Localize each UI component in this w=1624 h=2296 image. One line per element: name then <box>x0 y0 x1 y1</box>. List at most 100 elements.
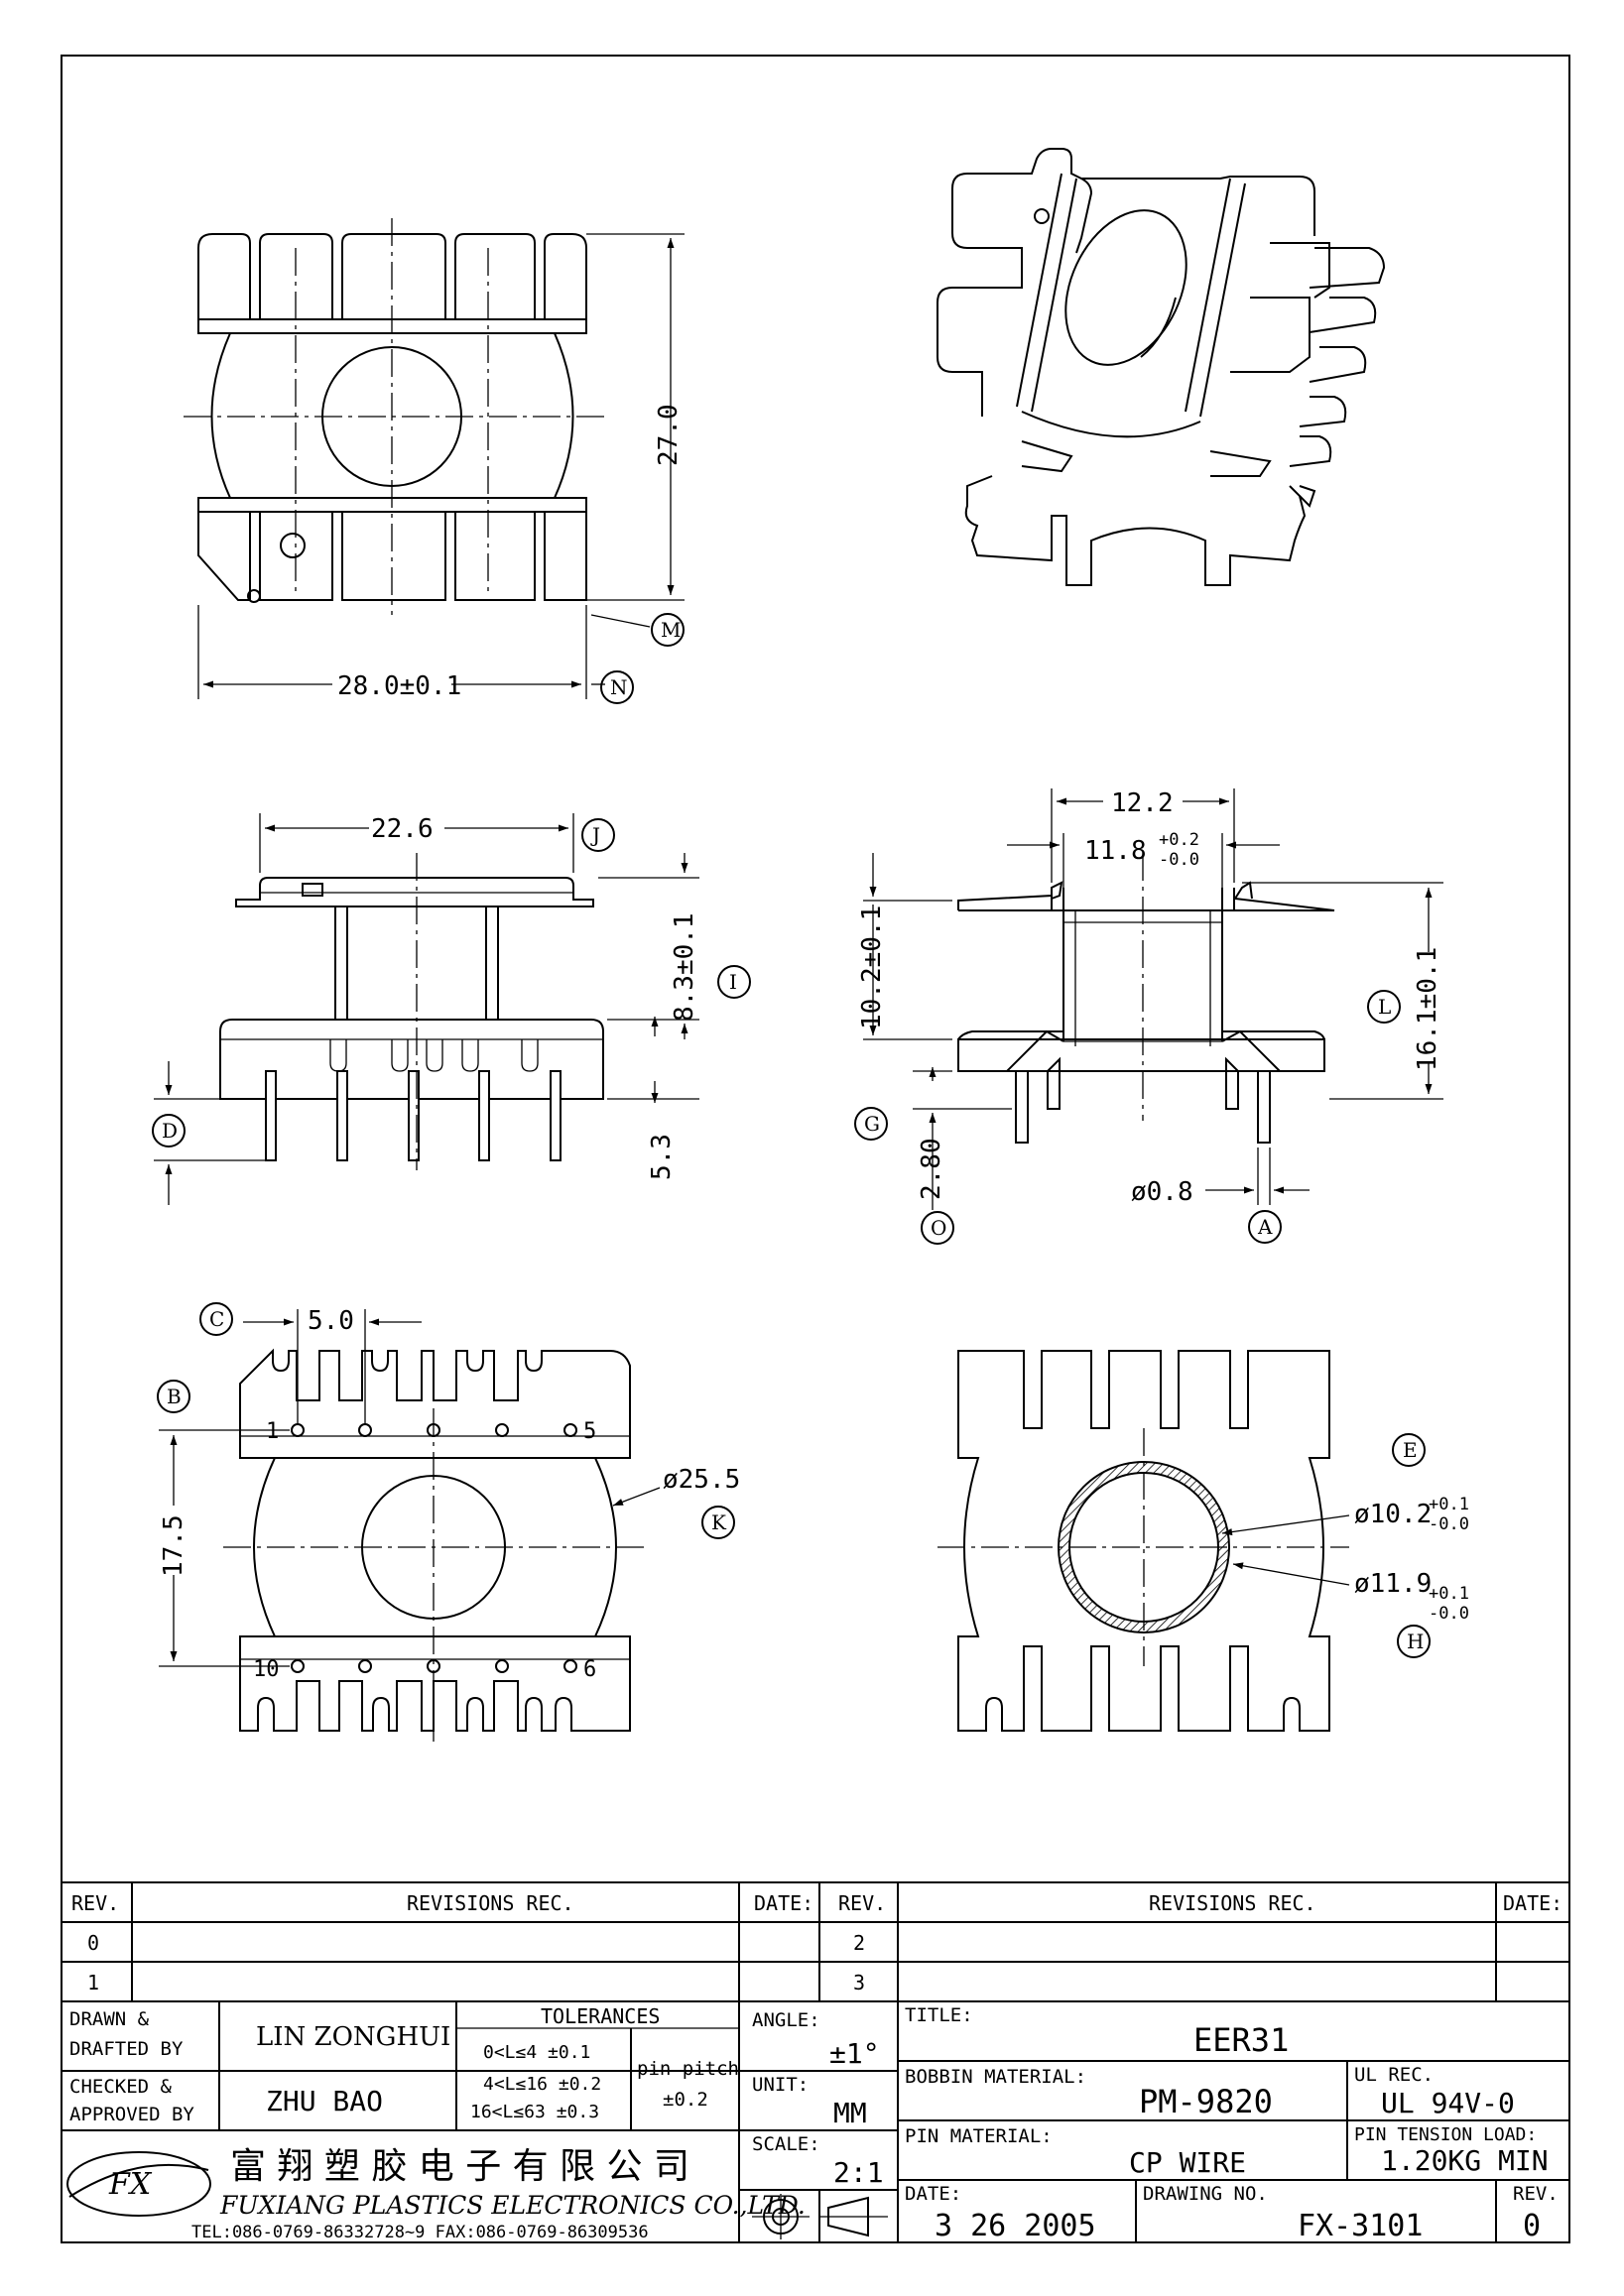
side-total-dim: 16.1±0.1 <box>1413 947 1442 1071</box>
side-height-dim: 10.2±0.1 <box>857 906 887 1029</box>
drawing-border <box>61 55 1570 2243</box>
section-inner-dia: ø10.2 <box>1354 1500 1432 1529</box>
drawing-no-label: DRAWING NO. <box>1143 2183 1268 2205</box>
pin-tension-value: 1.20KG MIN <box>1381 2144 1549 2177</box>
svg-text:FX: FX <box>108 2167 153 2202</box>
rev-header-left: REV. <box>71 1891 119 1915</box>
drawing-no-value: FX-3101 <box>1298 2209 1423 2243</box>
pin-6: 6 <box>583 1657 596 1682</box>
label-c: C <box>209 1307 224 1331</box>
rev-label: REV. <box>1513 2183 1559 2205</box>
pin-material-value: CP WIRE <box>1129 2146 1246 2179</box>
pin-1: 1 <box>266 1419 279 1444</box>
rev-row-1: 1 <box>87 1971 99 1994</box>
title-label: TITLE: <box>905 2004 973 2026</box>
section-outer-minus: -0.0 <box>1429 1604 1469 1624</box>
front-pin-dim: 5.3 <box>647 1134 677 1180</box>
checked-label-2: APPROVED BY <box>69 2104 194 2125</box>
section-inner-minus: -0.0 <box>1429 1514 1469 1534</box>
side-outer-dim: 12.2 <box>1111 788 1174 818</box>
pin-pitch-value: ±0.2 <box>663 2089 708 2111</box>
rev-value: 0 <box>1523 2209 1541 2243</box>
pin-5: 5 <box>583 1419 596 1444</box>
tolerance-row-2: 4<L≤16 ±0.2 <box>483 2074 601 2095</box>
title-block: REV. REVISIONS REC. DATE: REV. REVISIONS… <box>62 1881 1569 2243</box>
drawn-label-2: DRAFTED BY <box>69 2038 184 2060</box>
side-inner-tol-minus: -0.0 <box>1159 850 1199 870</box>
date-value: 3 26 2005 <box>935 2209 1096 2243</box>
company-chinese: 富 翔 塑 胶 电 子 有 限 公 司 <box>230 2146 689 2187</box>
bobbin-material-label: BOBBIN MATERIAL: <box>905 2066 1086 2088</box>
top-view: 27.0 28.0±0.1 M N <box>184 218 685 704</box>
label-g: G <box>864 1112 880 1136</box>
ul-rec-label: UL REC. <box>1354 2064 1434 2086</box>
revisions-header-right: REVISIONS REC. <box>1149 1891 1316 1915</box>
unit-label: UNIT: <box>752 2074 809 2096</box>
label-a: A <box>1257 1215 1273 1239</box>
label-i: I <box>729 970 737 994</box>
drawn-value: LIN ZONGHUI <box>256 2022 450 2052</box>
date-header-right: DATE: <box>1503 1891 1562 1915</box>
revisions-header-left: REVISIONS REC. <box>407 1891 574 1915</box>
isometric-view <box>937 148 1386 586</box>
label-b: B <box>167 1385 182 1408</box>
section-outer-dia: ø11.9 <box>1354 1569 1432 1599</box>
top-height-dim: 27.0 <box>654 404 684 466</box>
tolerance-row-1: 0<L≤4 ±0.1 <box>483 2042 590 2063</box>
side-inner-tol-plus: +0.2 <box>1159 830 1199 850</box>
rev-row-0: 0 <box>87 1931 99 1955</box>
date-header-left: DATE: <box>754 1891 813 1915</box>
side-inner-dim: 11.8 <box>1084 836 1147 866</box>
label-n-circle <box>600 670 634 704</box>
front-flange-dim: 22.6 <box>371 814 434 844</box>
rev-header-right: REV. <box>838 1891 886 1915</box>
front-view: 22.6 J 8.3±0.1 5.3 I D <box>152 811 751 1205</box>
unit-value: MM <box>833 2097 867 2129</box>
front-height-dim: 8.3±0.1 <box>670 912 699 1022</box>
projection-symbol-icon <box>752 2194 888 2239</box>
angle-value: ±1° <box>829 2037 880 2070</box>
label-e: E <box>1403 1438 1418 1462</box>
drawn-label-1: DRAWN & <box>69 2008 150 2030</box>
label-j: J <box>590 823 600 847</box>
bottom-row-dim: 17.5 <box>159 1514 188 1577</box>
checked-label-1: CHECKED & <box>69 2076 173 2098</box>
company-logo-icon: FX <box>66 2151 211 2217</box>
side-pin-dia-dim: ø0.8 <box>1131 1177 1193 1207</box>
checked-value: ZHU BAO <box>266 2085 383 2117</box>
pin-10: 10 <box>253 1657 280 1682</box>
tolerance-row-3: 16<L≤63 ±0.3 <box>470 2102 599 2122</box>
company-contact: TEL:086-0769-86332728~9 FAX:086-0769-863… <box>191 2223 649 2242</box>
label-o: O <box>931 1216 946 1240</box>
company-english: FUXIANG PLASTICS ELECTRONICS CO.,LTD. <box>219 2191 806 2220</box>
section-inner-plus: +0.1 <box>1429 1495 1469 1514</box>
pin-tension-label: PIN TENSION LOAD: <box>1354 2124 1537 2145</box>
label-m: M <box>661 618 681 642</box>
scale-label: SCALE: <box>752 2133 820 2155</box>
label-m-circle <box>651 613 685 647</box>
label-d: D <box>162 1119 178 1143</box>
angle-label: ANGLE: <box>752 2009 820 2031</box>
bottom-flange-dia-dim: ø25.5 <box>663 1465 740 1495</box>
rev-row-3: 3 <box>853 1971 865 1994</box>
bobbin-material-value: PM-9820 <box>1139 2083 1273 2120</box>
ul-rec-value: UL 94V-0 <box>1381 2087 1515 2119</box>
bottom-pitch-dim: 5.0 <box>308 1306 354 1336</box>
section-view: ø10.2 +0.1 -0.0 E ø11.9 +0.1 -0.0 H <box>937 1350 1469 1732</box>
scale-value: 2:1 <box>833 2156 884 2189</box>
side-pin-offset-dim: 2.80 <box>917 1138 946 1200</box>
side-view: 12.2 11.8 +0.2 -0.0 10.2±0.1 16.1±0.1 L … <box>854 785 1444 1245</box>
tolerances-title: TOLERANCES <box>541 2004 660 2028</box>
label-k: K <box>711 1511 727 1534</box>
date-label: DATE: <box>905 2183 961 2205</box>
section-outer-plus: +0.1 <box>1429 1584 1469 1604</box>
label-l: L <box>1378 995 1391 1019</box>
label-n: N <box>610 675 628 699</box>
bottom-view: 5.0 C 17.5 B 1 5 10 6 ø25.5 K <box>157 1302 740 1746</box>
pin-material-label: PIN MATERIAL: <box>905 2125 1053 2147</box>
rev-row-2: 2 <box>853 1931 865 1955</box>
pin-pitch-label: pin pitch <box>637 2058 739 2080</box>
title-value: EER31 <box>1193 2021 1289 2059</box>
top-width-dim: 28.0±0.1 <box>337 671 461 701</box>
